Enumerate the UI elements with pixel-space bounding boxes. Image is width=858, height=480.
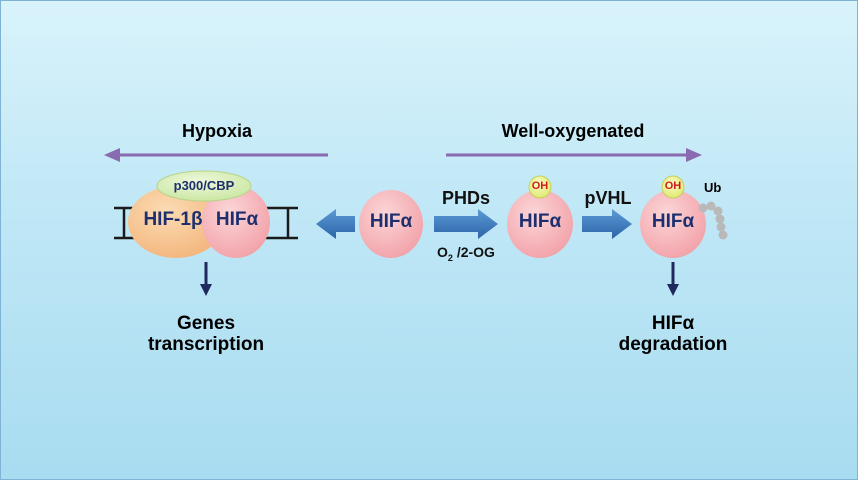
arrow-phds [434,209,498,239]
hifa-subunit-bound [202,186,270,258]
coactivator-label: p300/CBP [173,178,235,193]
hif1b-subunit [128,186,224,258]
oh-label-2: OH [664,180,682,192]
hifa-degradation-label: HIFα degradation [612,313,734,355]
hifa-ubiquitinated [640,190,706,258]
pvhl-label: pVHL [584,188,632,208]
hifa-hydroxylated [507,190,573,258]
hif1b-label: HIF-1β [143,209,203,230]
arrow-pvhl [582,209,632,239]
genes-label-line2: transcription [147,334,265,355]
phds-label: PHDs [441,188,490,208]
arrow-to-complex [316,209,355,239]
arrow-to-degradation [667,262,679,296]
coactivator-p300-cbp [156,170,252,202]
oh-group-2 [661,175,685,199]
hifa-bound-label: HIFα [215,209,259,230]
ub-label: Ub [704,180,722,195]
o2-2og-label: O2 /2-OG [437,244,495,263]
arrow-to-genes-transcription [200,262,212,296]
degradation-label-line2: degradation [618,334,728,355]
hifa-free-label: HIFα [369,211,413,232]
hifa-hydroxylated-label: HIFα [518,211,562,232]
genes-transcription-label: Genes transcription [136,313,276,355]
hifa-ubiquitinated-label: HIFα [651,211,695,232]
hypoxia-label: Hypoxia [181,121,253,141]
hypoxia-arrow [104,148,328,162]
ubiquitin-chain [698,201,728,240]
oh-label-1: OH [531,180,549,192]
well-oxygenated-arrow [446,148,702,162]
well-oxygenated-label: Well-oxygenated [501,121,645,141]
genes-label-line1: Genes [176,313,236,334]
oh-group-1 [528,175,552,199]
hifa-free [359,190,423,258]
degradation-label-line1: HIFα [651,313,695,334]
